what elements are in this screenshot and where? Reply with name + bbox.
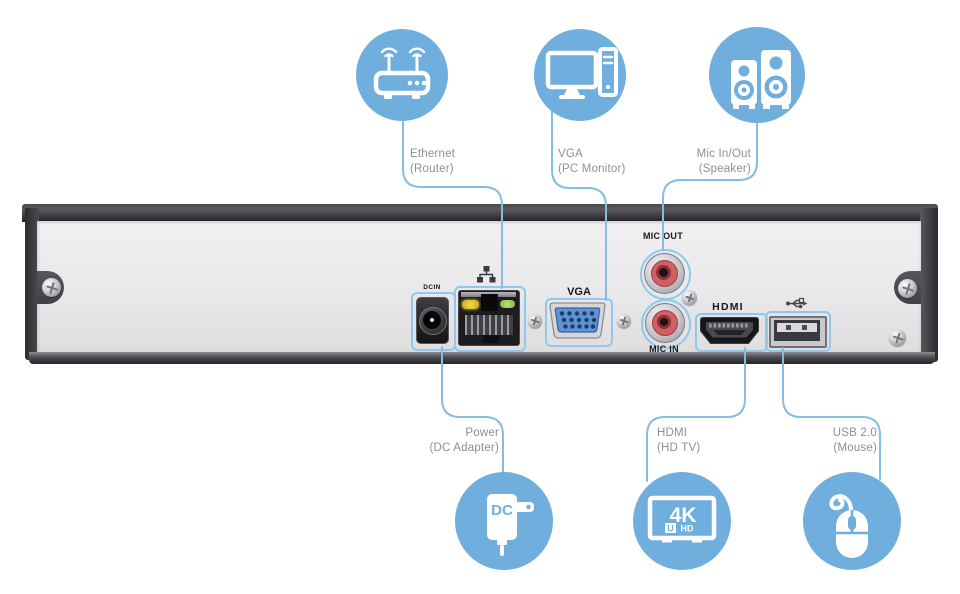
mic-bubble: [709, 27, 805, 123]
panel-bottom-edge: [29, 352, 935, 364]
vga-callout-label: VGA (PC Monitor): [558, 148, 626, 175]
usb-callout-label: USB 2.0 (Mouse): [832, 427, 877, 454]
screw-icon: [617, 314, 631, 328]
network-icon: [477, 266, 496, 283]
usb-icon: [786, 297, 808, 309]
screw-icon: [898, 279, 917, 298]
vga-bubble: [534, 29, 626, 121]
vga-port: [549, 302, 606, 339]
usb-port-contact: [786, 325, 791, 330]
hdmi-bubble: 4K U HD: [633, 472, 731, 570]
speakers-icon: [731, 50, 791, 109]
ethernet-port-block: [481, 294, 498, 311]
svg-text:4K: 4K: [670, 504, 697, 527]
pc-monitor-icon: [545, 47, 618, 99]
screw-icon: [889, 329, 906, 346]
mic-out-port-label: MIC OUT: [642, 231, 684, 241]
panel-left-edge: [25, 208, 39, 360]
hdmi-port: [700, 317, 759, 344]
ethernet-port-pins: [464, 314, 514, 336]
usb-port-contact: [802, 325, 807, 330]
svg-text:U: U: [667, 524, 674, 534]
power-callout-label: Power (DC Adapter): [429, 427, 499, 454]
usb-callout-line: [782, 347, 881, 480]
router-icon: [373, 47, 431, 99]
usb-port-tongue: [777, 323, 817, 332]
hdmi-logo: HDMI: [712, 301, 744, 313]
panel-right-edge: [920, 208, 938, 362]
screw-icon: [682, 290, 697, 305]
ethernet-led-yellow: [462, 300, 479, 309]
usb-bubble: [803, 472, 901, 570]
mic-out-jack-hole: [659, 268, 668, 277]
ethernet-port-notch: [483, 335, 499, 343]
4k-uhd-tv-icon: 4K U HD: [647, 495, 717, 543]
svg-text:HD: HD: [681, 524, 694, 534]
mouse-icon: [829, 494, 868, 558]
mic-callout-label: Mic In/Out (Speaker): [696, 148, 751, 175]
svg-text:DC: DC: [491, 502, 513, 519]
dc-in-jack-pin: [430, 318, 434, 322]
hdmi-callout-line: [646, 347, 746, 482]
mic-in-port-label: MIC IN: [649, 344, 679, 354]
ethernet-bubble: [356, 29, 448, 121]
dc-adapter-icon: DC: [487, 494, 534, 556]
dc-in-port-label: DCIN: [423, 284, 441, 291]
mic-in-jack-hole: [660, 318, 668, 326]
power-bubble: DC: [455, 472, 553, 570]
mic-in-jack: [645, 303, 685, 343]
vga-port-label: VGA: [567, 286, 591, 298]
ethernet-led-green: [500, 300, 515, 308]
hdmi-callout-label: HDMI (HD TV): [657, 427, 701, 454]
ethernet-callout-label: Ethernet (Router): [410, 148, 456, 175]
panel-top-edge: [22, 204, 938, 222]
screw-icon: [42, 278, 61, 297]
screw-icon: [528, 314, 542, 328]
